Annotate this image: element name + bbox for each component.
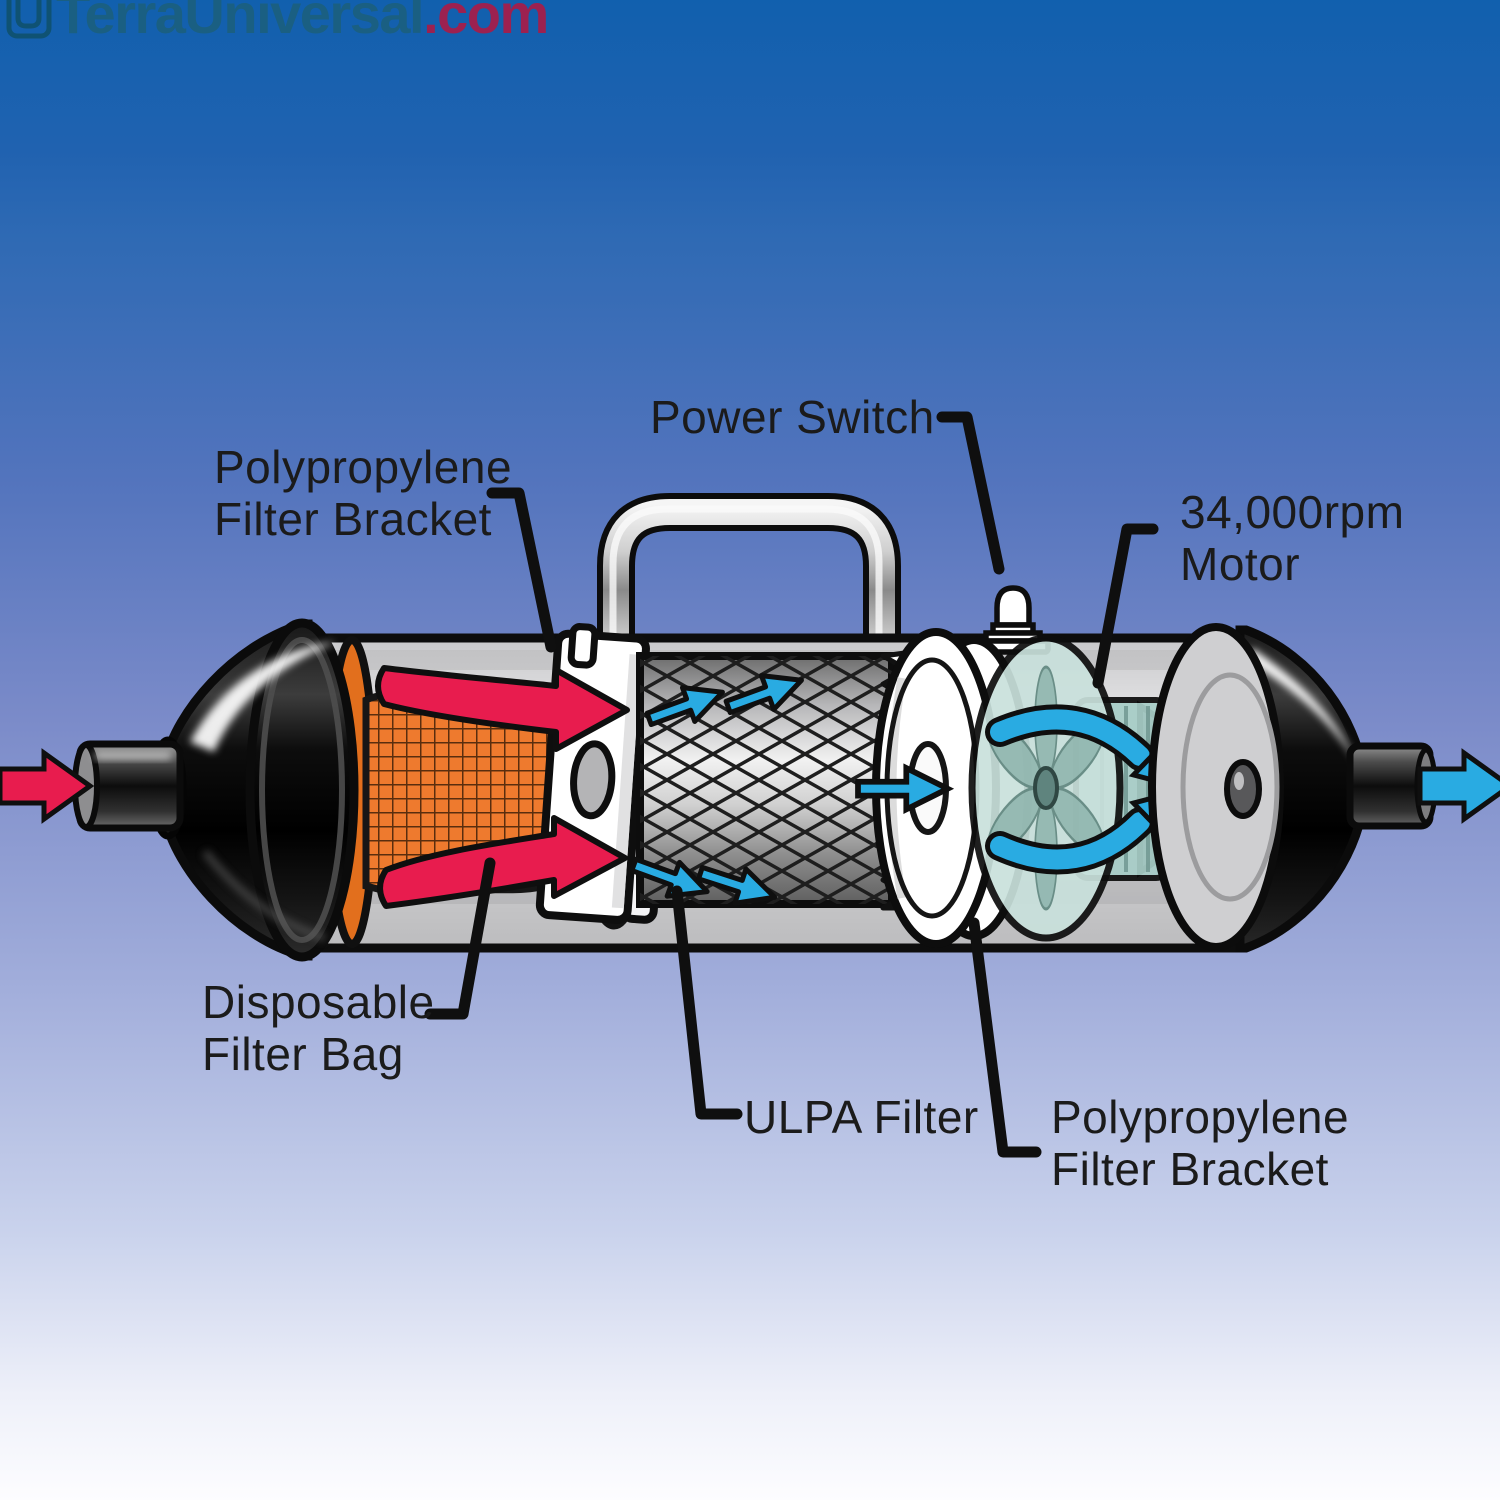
leader-filter-bag	[424, 857, 496, 1020]
terra-universal-logo-icon	[6, 0, 52, 39]
brand-tld: .com	[423, 0, 549, 45]
label-motor: 34,000rpm Motor	[1180, 486, 1405, 590]
leader-lines	[424, 411, 1159, 1158]
leader-bracket-right	[968, 917, 1042, 1158]
vacuum-device	[0, 411, 1500, 1158]
fan-hub	[1033, 766, 1059, 810]
power-switch-button	[975, 585, 1051, 655]
label-filter-bracket-right: Polypropylene Filter Bracket	[1051, 1091, 1350, 1195]
carry-handle	[597, 493, 901, 662]
label-disposable-filter-bag: Disposable Filter Bag	[202, 976, 435, 1080]
left-end-cap	[72, 618, 359, 962]
airflow-fan-arrows	[985, 704, 1182, 875]
brand-logo: TerraUniversal.com	[6, 0, 549, 45]
label-filter-bracket-left: Polypropylene Filter Bracket	[214, 441, 513, 545]
leader-power-switch	[936, 411, 1005, 575]
airflow-through-bag-arrows	[375, 665, 630, 909]
label-power-switch: Power Switch	[650, 391, 935, 443]
leader-bracket-left	[486, 487, 557, 653]
brand-name: TerraUniversal	[56, 0, 425, 45]
label-ulpa-filter: ULPA Filter	[744, 1091, 979, 1143]
leader-ulpa	[671, 885, 743, 1120]
right-end-cap	[1148, 623, 1438, 953]
leader-motor	[1092, 523, 1159, 689]
